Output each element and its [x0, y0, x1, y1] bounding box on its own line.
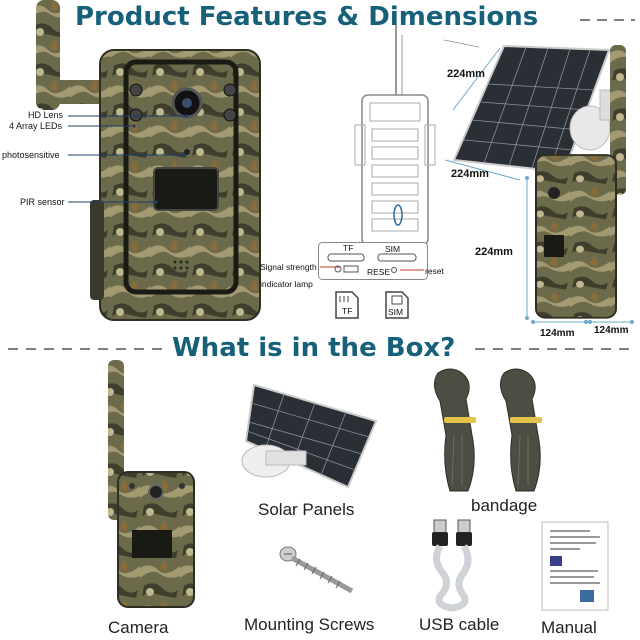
- dim-panel-height: 224mm: [451, 168, 489, 180]
- slot-reset-button-label: RESE: [367, 267, 391, 277]
- reset-label: reset: [425, 266, 444, 276]
- dimension-lines: [444, 47, 634, 324]
- box-solar-panels-label: Solar Panels: [258, 500, 355, 519]
- box-solar-panel-image: [241, 383, 378, 489]
- box-camera-label: Camera: [108, 618, 169, 637]
- box-camera-image: [108, 360, 195, 608]
- section-features-heading: Product Features & Dimensions: [75, 2, 539, 32]
- small-camera-dim-image: [535, 45, 626, 319]
- section-box-heading: What is in the Box?: [172, 333, 456, 363]
- callout-pir-sensor: PIR sensor: [20, 197, 65, 207]
- dim-panel-width: 224mm: [447, 68, 485, 80]
- box-manual-label: Manual: [541, 618, 597, 637]
- box-bandage-image: [434, 368, 542, 492]
- callout-leader-lines: [68, 114, 188, 204]
- heading2-dashes: [8, 348, 632, 350]
- callout-hd-lens: HD Lens: [28, 110, 64, 120]
- dim-camera-depth: 124mm: [594, 325, 629, 336]
- box-manual-image: [541, 521, 609, 611]
- indicator-lamp-label: indicator lamp: [260, 279, 313, 289]
- callout-photosensitive: photosensitive: [2, 150, 60, 160]
- slot-leader-lines: [320, 266, 424, 271]
- sim-card-icon: [385, 291, 409, 319]
- solar-panel-dim-image: [443, 39, 613, 174]
- box-screw-image: [279, 546, 354, 594]
- slot-tf-label: TF: [343, 243, 354, 253]
- slot-sim-label: SIM: [385, 244, 401, 254]
- sim-card-label: SIM: [388, 307, 404, 317]
- dim-camera-width: 124mm: [540, 328, 575, 339]
- callout-array-leds: 4 Array LEDs: [9, 121, 63, 131]
- box-usb-cable-image: [432, 519, 472, 612]
- box-usb-cable-label: USB cable: [419, 615, 500, 634]
- signal-strength-label: Signal strength: [260, 262, 317, 272]
- box-mounting-screws-label: Mounting Screws: [244, 615, 375, 634]
- camera-line-drawing: [354, 25, 436, 246]
- tf-card-icon: [335, 291, 359, 319]
- main-camera-image: [36, 0, 261, 321]
- tf-card-label: TF: [342, 306, 353, 316]
- heading-dash-right-1: [580, 19, 635, 21]
- box-bandage-label: bandage: [471, 496, 538, 515]
- dim-camera-height: 224mm: [475, 246, 513, 258]
